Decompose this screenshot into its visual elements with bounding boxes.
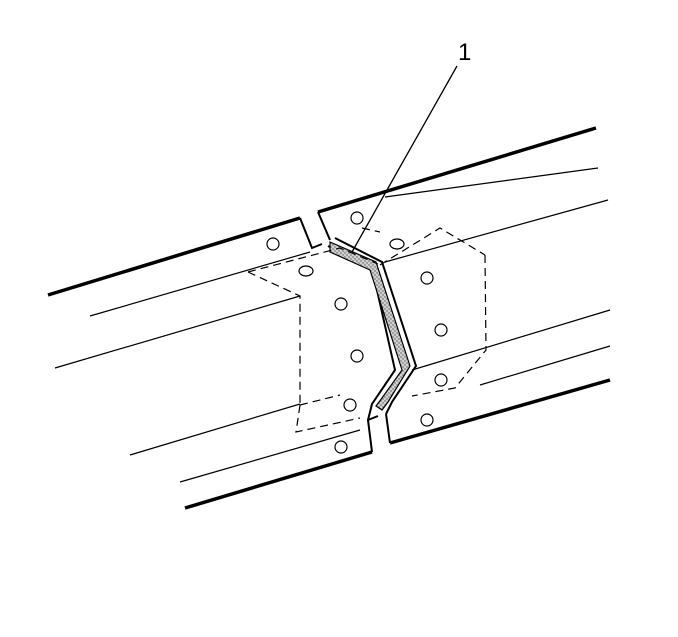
bolt-holes — [266, 211, 448, 454]
bolt-hole — [266, 237, 280, 251]
left-lower-body-line — [129, 403, 301, 456]
right-top-flange-edge — [317, 126, 597, 214]
insert-sleeve-dashed — [247, 227, 487, 433]
bolt-hole — [420, 271, 434, 285]
right-top-flange-end — [317, 211, 331, 241]
right-top-flange-inner — [384, 167, 599, 198]
bolt-hole — [434, 373, 448, 387]
left-bottom-flange-inner — [179, 429, 361, 483]
left-bottom-flange-edge — [184, 450, 373, 510]
right-bottom-flange-inner — [479, 345, 611, 386]
left-bottom-flange-end — [366, 415, 379, 453]
bolt-hole — [420, 413, 434, 427]
bolt-hole — [334, 440, 348, 454]
left-top-flange-inner — [89, 251, 311, 317]
bolt-hole — [334, 297, 348, 311]
bolt-hole — [350, 211, 364, 225]
right-upper-body-line — [384, 199, 609, 263]
right-bottom-flange-edge — [389, 378, 611, 445]
bolt-hole — [434, 323, 448, 337]
bolt-hole — [298, 265, 314, 277]
right-rail-section — [317, 126, 611, 445]
bolt-hole — [350, 349, 364, 363]
left-top-flange-edge — [47, 216, 301, 297]
left-upper-body-line — [54, 295, 301, 369]
right-bottom-flange-end — [385, 413, 391, 444]
callout-leader-line — [351, 65, 458, 253]
right-lower-body-line — [411, 309, 611, 371]
callout-label-1: 1 — [458, 39, 471, 66]
bolt-hole — [343, 398, 357, 412]
sealer-strip — [329, 241, 411, 411]
left-top-flange-end — [299, 217, 323, 250]
bolt-hole — [389, 238, 405, 250]
left-rail-section — [47, 216, 397, 510]
right-joint-wall — [334, 237, 418, 415]
